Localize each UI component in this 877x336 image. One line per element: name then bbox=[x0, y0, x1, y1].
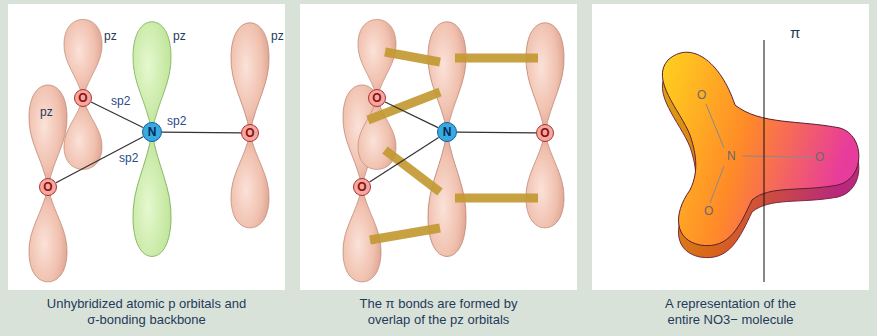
p-orbital-lobe bbox=[343, 187, 381, 282]
orbital-label: pz bbox=[40, 106, 53, 119]
pi-overlap-band bbox=[370, 228, 440, 240]
hybrid-label: sp2 bbox=[166, 115, 187, 128]
atom-letter: O bbox=[704, 205, 713, 218]
pi-overlap-band bbox=[455, 194, 538, 203]
atom-symbol: O bbox=[78, 92, 87, 104]
p-orbital-lobe bbox=[526, 23, 564, 133]
diagram-panel: A representation of the entire NO3− mole… bbox=[592, 4, 869, 334]
atom-letter: O bbox=[697, 89, 706, 102]
sigma-bond-line bbox=[710, 166, 724, 203]
atom-circle: O bbox=[74, 89, 92, 107]
sigma-bond bbox=[56, 137, 143, 183]
panel-caption: The π bonds are formed by overlap of the… bbox=[349, 296, 529, 328]
atom-symbol: O bbox=[372, 92, 381, 104]
p-orbital-lobe bbox=[231, 133, 269, 228]
p-orbital-lobe bbox=[358, 19, 396, 98]
diagram-panel: Unhybridized atomic p orbitals and σ-bon… bbox=[8, 4, 285, 334]
p-orbital-lobe bbox=[526, 133, 564, 228]
nitrogen-p-orbital-lobe bbox=[133, 132, 171, 256]
p-orbital-lobe bbox=[428, 22, 466, 132]
atom-symbol: O bbox=[245, 127, 254, 139]
atom-circle: N bbox=[437, 122, 457, 142]
p-orbital-lobe bbox=[64, 98, 102, 169]
atom-letter: N bbox=[727, 150, 736, 163]
atom-symbol: N bbox=[443, 126, 452, 138]
p-orbital-lobe bbox=[29, 85, 67, 187]
p-orbital-lobe bbox=[29, 187, 67, 282]
panel-ground bbox=[592, 4, 869, 290]
panel-caption: A representation of the entire NO3− mole… bbox=[648, 296, 813, 328]
atom-symbol: O bbox=[357, 181, 366, 193]
atom-symbol: O bbox=[43, 181, 52, 193]
molecular-plane-line bbox=[764, 40, 765, 282]
hybrid-label: sp2 bbox=[118, 152, 139, 165]
orbital-label: pz bbox=[271, 30, 284, 43]
pi-symbol: π bbox=[790, 26, 800, 39]
sigma-bond bbox=[370, 137, 439, 182]
sigma-bond bbox=[162, 132, 241, 134]
panel-caption: Unhybridized atomic p orbitals and σ-bon… bbox=[44, 296, 249, 328]
sigma-bond-line bbox=[742, 156, 813, 157]
pi-overlap-band bbox=[455, 54, 538, 63]
atom-circle: O bbox=[368, 89, 386, 107]
atom-circle: O bbox=[39, 178, 57, 196]
pi-cloud bbox=[662, 52, 859, 245]
diagram-panel: The π bonds are formed by overlap of the… bbox=[300, 4, 577, 334]
atom-symbol: N bbox=[148, 126, 157, 138]
atom-circle: O bbox=[536, 124, 554, 142]
sigma-bond bbox=[385, 102, 438, 128]
orbital-label: pz bbox=[173, 30, 186, 43]
atom-circle: O bbox=[241, 124, 259, 142]
p-orbital-lobe bbox=[231, 23, 269, 133]
sigma-bond-line bbox=[706, 104, 724, 148]
atom-symbol: O bbox=[540, 127, 549, 139]
pi-overlap-band bbox=[385, 52, 440, 62]
atom-letter: O bbox=[815, 151, 824, 164]
panel-ground bbox=[8, 4, 285, 290]
pi-overlap-band bbox=[385, 150, 440, 192]
orbital-label: pz bbox=[104, 30, 117, 43]
atom-circle: O bbox=[353, 178, 371, 196]
p-orbital-lobe bbox=[64, 19, 102, 98]
hybrid-label: sp2 bbox=[110, 95, 131, 108]
sigma-bond bbox=[457, 132, 536, 134]
atom-circle: N bbox=[142, 122, 162, 142]
panel-ground bbox=[300, 4, 577, 290]
